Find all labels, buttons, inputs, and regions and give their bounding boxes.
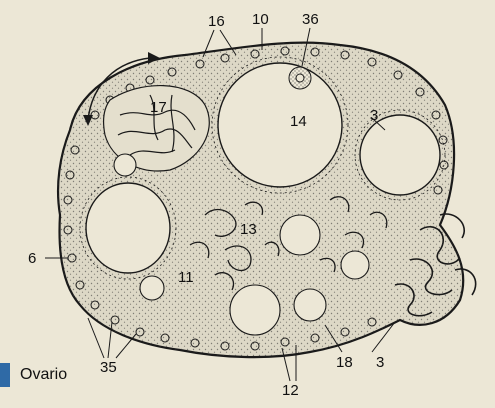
- label-10: 10: [252, 12, 269, 27]
- label-3-upper: 3: [370, 108, 378, 123]
- label-13: 13: [240, 222, 257, 237]
- label-35: 35: [100, 360, 117, 375]
- label-14: 14: [290, 114, 307, 129]
- figure-caption: Ovario: [0, 360, 67, 390]
- label-11: 11: [178, 270, 194, 285]
- label-36: 36: [302, 12, 319, 27]
- label-18: 18: [336, 355, 353, 370]
- label-17: 17: [150, 100, 167, 115]
- caption-text: Ovario: [20, 366, 67, 384]
- label-12: 12: [282, 383, 299, 398]
- label-16: 16: [208, 14, 225, 29]
- label-3-lower: 3: [376, 355, 384, 370]
- label-6: 6: [28, 251, 36, 266]
- caption-accent-bar: [0, 363, 10, 387]
